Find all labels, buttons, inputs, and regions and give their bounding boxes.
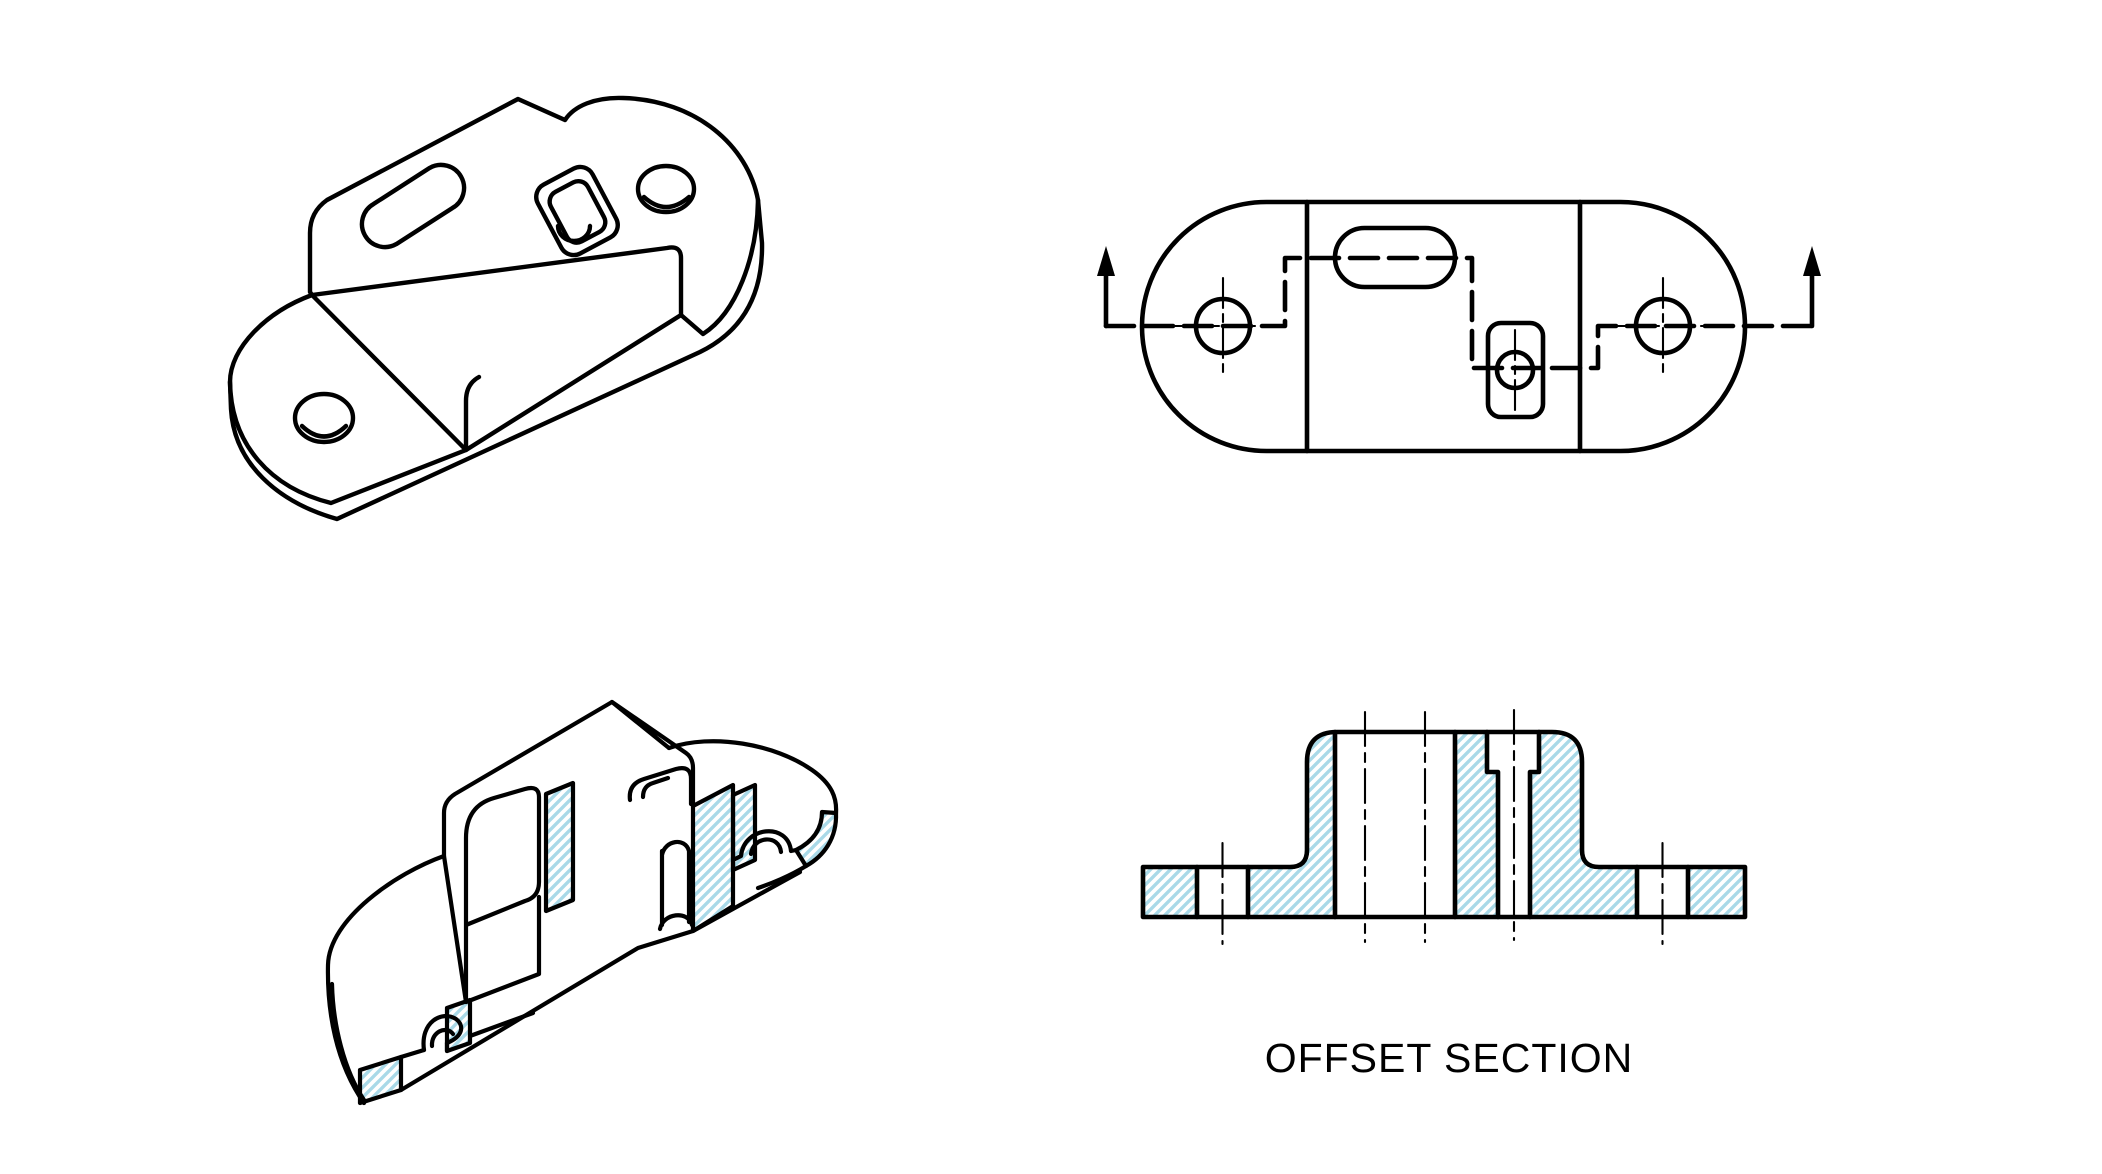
cut-left-cap-outer	[325, 853, 447, 1106]
cut-left-hole-arc	[429, 1028, 456, 1049]
cutaway-hatch-faces	[357, 780, 839, 1106]
section-hatch-right-wall	[1530, 732, 1637, 917]
isometric-part-view	[227, 95, 765, 522]
iso-pocket-hole-arc	[555, 223, 593, 244]
section-outline	[1140, 729, 1748, 920]
cut-face-jog	[690, 782, 736, 934]
cutting-arrowhead-right	[1803, 246, 1821, 276]
iso-left-counterbore	[292, 391, 356, 445]
section-hatch-regions	[1143, 732, 1745, 917]
cut-left-cap-inner-rim	[329, 981, 367, 1103]
plan-boss-edges	[1304, 199, 1583, 454]
iso-left-hole-arc	[299, 423, 349, 439]
iso-boss-front-face	[309, 245, 684, 453]
cut-boss-top-edges	[609, 699, 696, 809]
section-hatch-right	[1688, 867, 1745, 917]
cut-left-top-edge	[467, 1010, 536, 1039]
iso-boss-front-fillet	[463, 374, 482, 449]
section-caption: OFFSET SECTION	[1265, 1035, 1634, 1081]
section-internal-edges	[1194, 729, 1691, 920]
cutting-arrowhead-left	[1097, 246, 1115, 276]
isometric-cutaway-view	[325, 699, 839, 1106]
plan-outline	[1139, 199, 1748, 454]
cut-face-right-rim	[793, 809, 839, 869]
cut-hole-channel	[657, 840, 695, 932]
cut-pocket-half	[627, 766, 694, 807]
top-view-cutting-plane	[1097, 199, 1821, 454]
iso-slot	[359, 162, 467, 250]
cut-left-counterbore-arc	[421, 1013, 464, 1053]
cut-right-cap-outer	[666, 739, 839, 816]
cut-right-notch	[730, 829, 799, 863]
cut-right-cap-bottom	[755, 863, 809, 891]
iso-base-top-rim-right	[678, 197, 761, 337]
section-centerlines	[1221, 708, 1664, 946]
cut-face-slot-wall	[543, 780, 576, 914]
cut-slot-back-wall	[463, 785, 542, 1005]
section-hatch-left-wall	[1248, 732, 1335, 917]
cut-boss-top-left	[441, 699, 615, 1005]
iso-right-hole-arc	[641, 194, 692, 210]
section-hatch-middle	[1455, 732, 1498, 917]
offset-section-view	[1140, 708, 1748, 946]
cutting-plane-line	[1103, 255, 1815, 371]
section-hatch-left	[1143, 867, 1197, 917]
iso-base-top-rim-left	[227, 379, 469, 506]
iso-pocket	[534, 164, 620, 258]
iso-right-counterbore	[635, 163, 697, 215]
